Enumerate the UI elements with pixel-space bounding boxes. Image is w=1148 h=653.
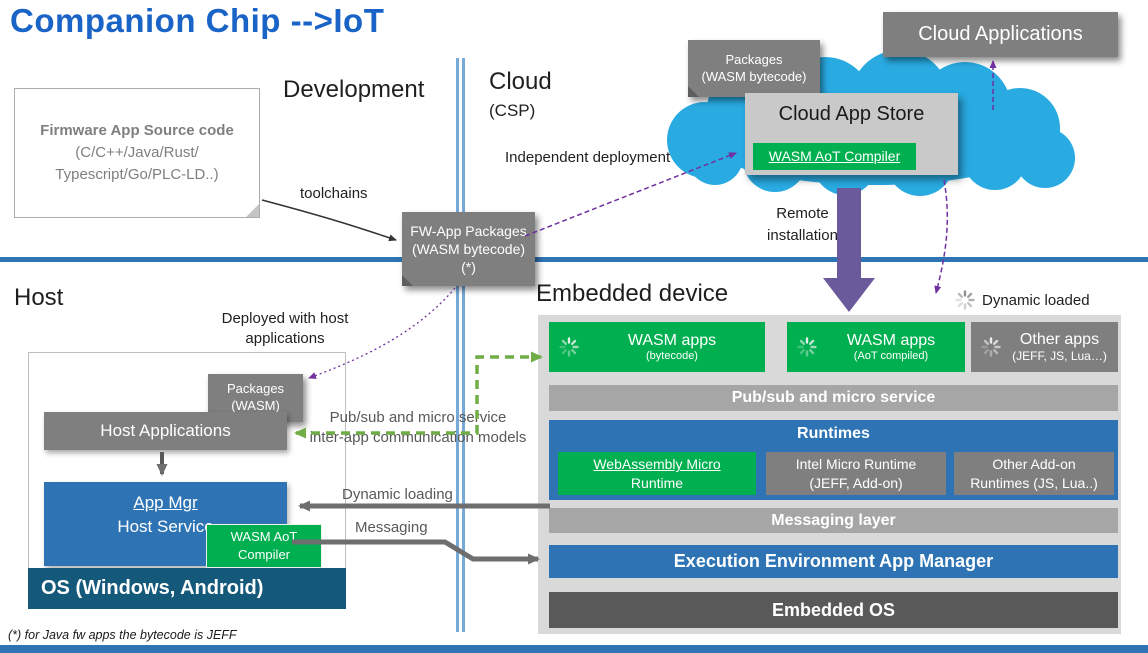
firmware-line2: (C/C++/Java/Rust/ — [75, 144, 199, 161]
folded-corner — [246, 204, 259, 217]
runtime-line1: Intel Micro Runtime — [795, 456, 917, 473]
deployed-line2: applications — [245, 330, 325, 347]
toolchains-label: toolchains — [300, 185, 368, 202]
other-addon-runtimes-box: Other Add-on Runtimes (JS, Lua..) — [954, 452, 1114, 495]
cloud-wasm-aot-compiler-box: WASM AoT Compiler — [753, 143, 916, 170]
host-packages-line1: Packages — [226, 381, 285, 397]
fw-note-line1: FW-App Packages — [410, 222, 527, 239]
embedded-os-bar: Embedded OS — [549, 592, 1118, 628]
host-packages-line2: (WASM) — [231, 398, 280, 413]
spinner-icon — [559, 337, 579, 357]
vertical-divider-line — [456, 58, 459, 632]
host-aot-line1: WASM AoT — [230, 529, 298, 545]
bottom-border-bar — [0, 645, 1148, 653]
toolchains-arrow — [261, 199, 397, 242]
dynamic-loading-label: Dynamic loading — [342, 486, 453, 503]
pubsub-models-label: Pub/sub and micro service inter-app comm… — [298, 408, 538, 448]
folded-corner — [402, 275, 413, 286]
firmware-line3: Typescript/Go/PLC-LD..) — [55, 166, 219, 183]
horizontal-divider-line — [0, 257, 1148, 262]
fw-note-line2: (WASM bytecode) — [411, 240, 526, 257]
pubsub-models-line1: Pub/sub and micro service — [329, 409, 507, 426]
fw-note-line3: (*) — [461, 259, 476, 276]
runtime-line2: Runtimes (JS, Lua..) — [970, 474, 1098, 491]
remote-installation-line1: Remote — [776, 205, 829, 222]
page-title: Companion Chip -->IoT — [10, 2, 385, 39]
cloud-applications-box: Cloud Applications — [883, 12, 1118, 57]
wasm-apps-aot-box: WASM apps (AoT compiled) — [787, 322, 965, 372]
independent-deployment-label: Independent deployment — [505, 149, 671, 166]
deployed-with-host-label: Deployed with host applications — [210, 309, 360, 349]
section-label-development: Development — [283, 76, 425, 103]
section-label-csp: (CSP) — [489, 101, 536, 120]
pubsub-service-bar: Pub/sub and micro service — [549, 385, 1118, 411]
firmware-source-box: Firmware App Source code (C/C++/Java/Rus… — [14, 88, 260, 218]
app-mgr-line2: Host Service — [117, 517, 214, 536]
cloud-packages-note-line1: Packages — [725, 51, 783, 67]
runtime-line1: WebAssembly Micro — [593, 456, 721, 473]
vertical-divider-line — [462, 58, 465, 632]
wasm-apps-bytecode-box: WASM apps (bytecode) — [549, 322, 765, 372]
runtime-line2: (JEFF, Add-on) — [809, 474, 903, 491]
section-label-host: Host — [14, 284, 64, 311]
host-applications-box: Host Applications — [44, 412, 287, 450]
app-box-title: WASM apps — [846, 332, 936, 349]
firmware-title: Firmware App Source code — [40, 122, 234, 139]
runtime-line1: Other Add-on — [992, 456, 1076, 473]
app-box-subtitle: (JEFF, JS, Lua…) — [1012, 349, 1107, 363]
cloud-app-store-title: Cloud App Store — [778, 103, 925, 125]
remote-installation-label: Remote installation — [745, 203, 860, 247]
spinner-icon — [981, 337, 1001, 357]
dynamic-loaded-label: Dynamic loaded — [982, 292, 1090, 309]
app-box-subtitle: (bytecode) — [646, 350, 698, 362]
folded-corner — [688, 86, 699, 97]
section-label-embedded-device: Embedded device — [536, 280, 729, 307]
app-box-subtitle: (AoT compiled) — [853, 350, 929, 362]
host-os-bar: OS (Windows, Android) — [28, 568, 346, 609]
spinner-icon — [955, 290, 975, 310]
intel-micro-runtime-box: Intel Micro Runtime (JEFF, Add-on) — [766, 452, 946, 495]
pubsub-models-line2: inter-app communication models — [309, 429, 527, 446]
app-mgr-line1: App Mgr — [133, 493, 198, 512]
host-aot-line2: Compiler — [237, 547, 290, 562]
runtime-line2: Runtime — [630, 474, 684, 491]
remote-installation-line2: installation — [767, 227, 838, 244]
webassembly-micro-runtime-box: WebAssembly Micro Runtime — [558, 452, 756, 495]
host-wasm-aot-compiler-box: WASM AoT Compiler — [206, 524, 322, 568]
app-box-title: Other apps — [1019, 331, 1100, 348]
deployed-line1: Deployed with host — [221, 310, 349, 327]
app-box-title: WASM apps — [627, 332, 717, 349]
footnote: (*) for Java fw apps the bytecode is JEF… — [8, 628, 237, 642]
execution-environment-bar: Execution Environment App Manager — [549, 545, 1118, 578]
fw-app-packages-note: FW-App Packages (WASM bytecode) (*) — [402, 212, 535, 286]
other-apps-box: Other apps (JEFF, JS, Lua…) — [971, 322, 1118, 372]
section-label-cloud: Cloud — [489, 68, 552, 95]
cloud-packages-note-line2: (WASM bytecode) — [701, 68, 807, 84]
messaging-label: Messaging — [355, 519, 428, 536]
cloud-packages-note: Packages (WASM bytecode) — [688, 40, 820, 97]
messaging-layer-bar: Messaging layer — [549, 508, 1118, 533]
runtimes-title: Runtimes — [797, 425, 870, 442]
spinner-icon — [797, 337, 817, 357]
